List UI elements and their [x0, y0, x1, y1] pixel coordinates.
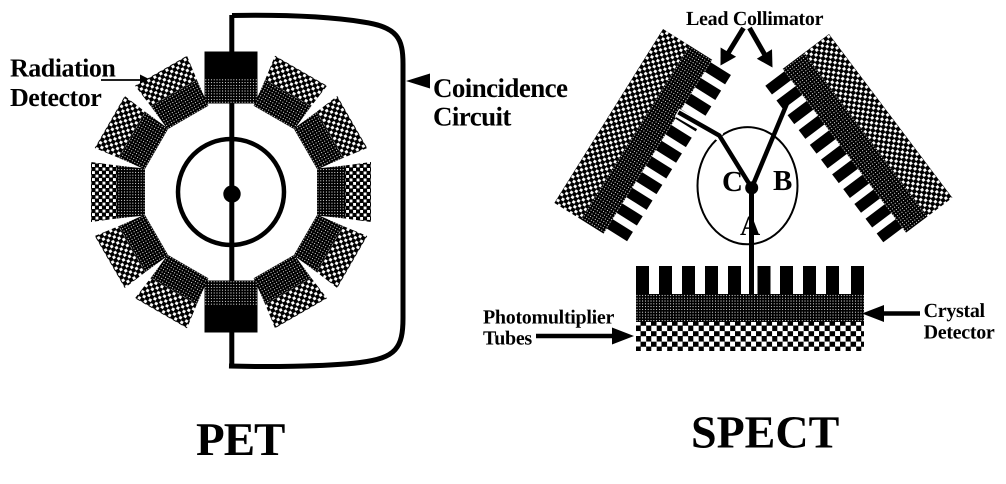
svg-text:Detector: Detector: [924, 322, 995, 344]
svg-text:Lead Collimator: Lead Collimator: [686, 8, 824, 30]
svg-text:Circuit: Circuit: [433, 102, 511, 132]
svg-text:C: C: [722, 166, 743, 198]
svg-text:Radiation: Radiation: [10, 53, 116, 82]
svg-text:PET: PET: [196, 414, 285, 466]
svg-text:Coincidence: Coincidence: [433, 73, 568, 103]
svg-text:Detector: Detector: [10, 83, 101, 112]
svg-text:Crystal: Crystal: [924, 300, 986, 322]
svg-text:SPECT: SPECT: [691, 407, 839, 458]
svg-text:A: A: [740, 211, 761, 242]
svg-text:Tubes: Tubes: [483, 327, 532, 349]
svg-text:B: B: [773, 165, 792, 197]
svg-text:Photomultiplier: Photomultiplier: [483, 306, 614, 328]
